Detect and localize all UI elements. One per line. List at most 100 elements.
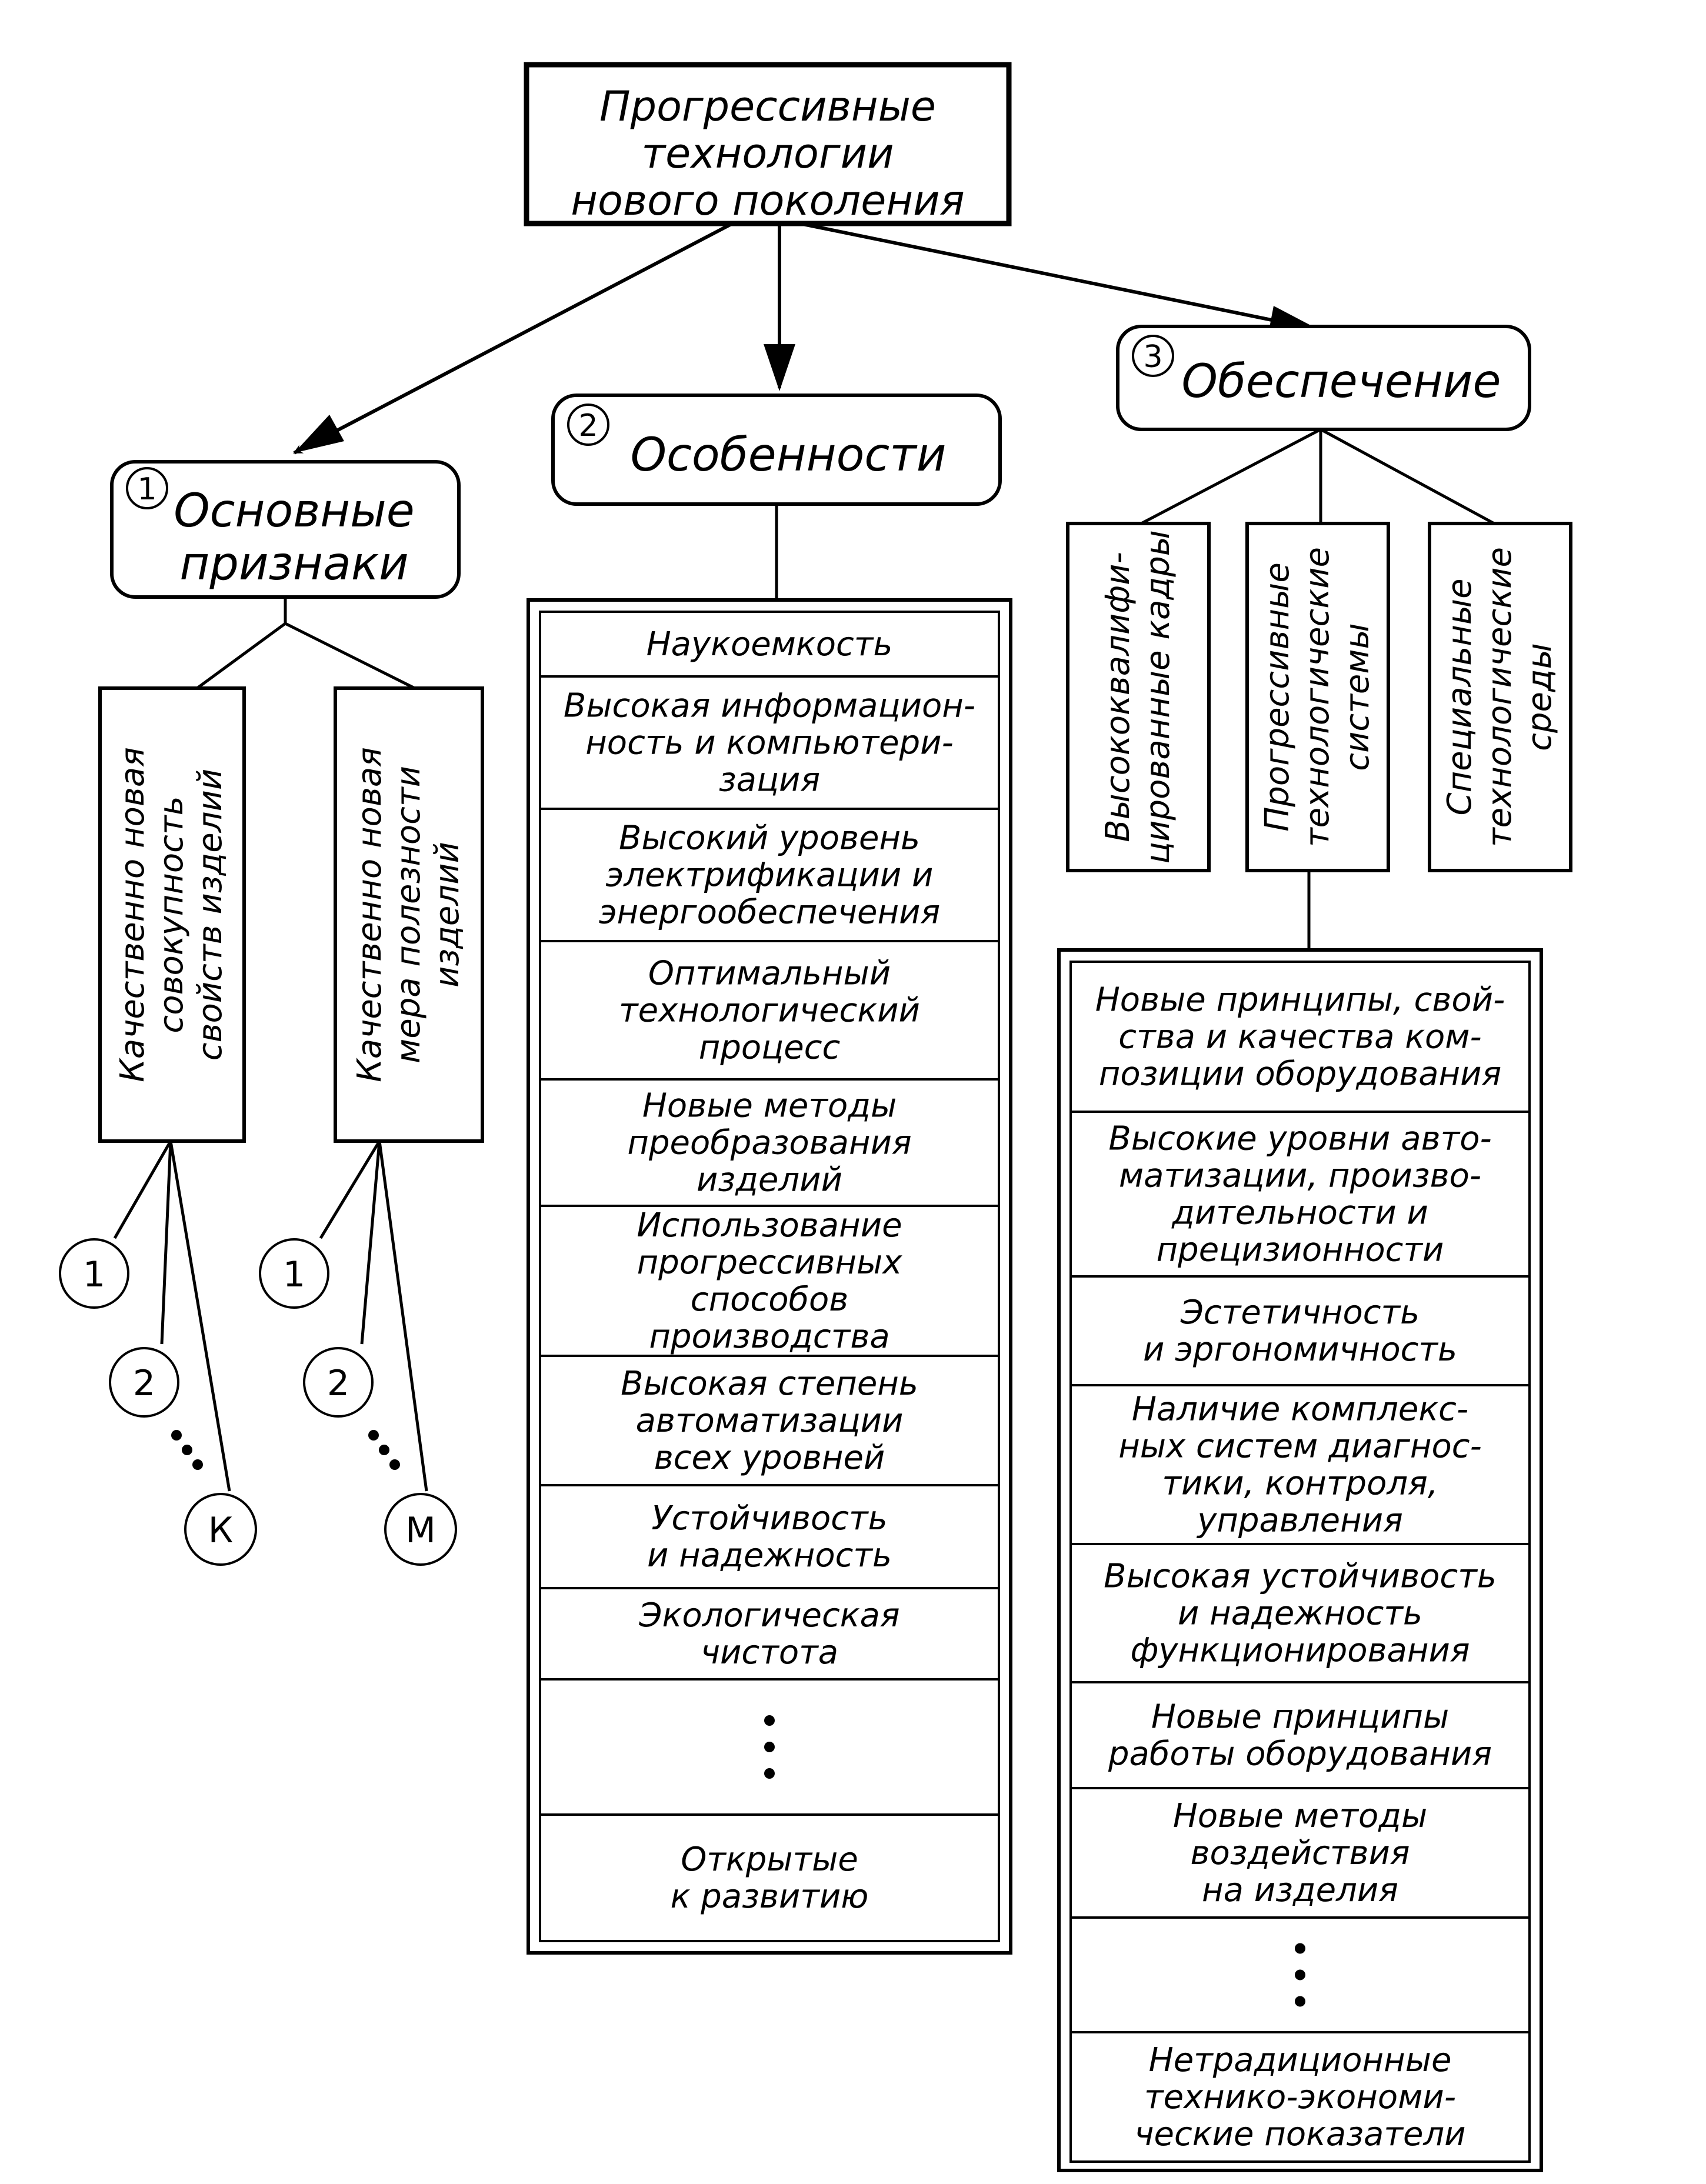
branch-3-item-1-line-2: ства и качества ком- [1118, 1018, 1481, 1056]
branch-2-item-3-line-2: электрификации и [606, 856, 934, 895]
branch-3-item-1: Новые принципы, свой-ства и качества ком… [1095, 981, 1505, 1093]
branch-2-ellipsis-dot [764, 1742, 775, 1752]
branch-1-label-line-1: Основные [174, 485, 415, 538]
branch-2-item-6: Использованиепрогрессивныхспособовпроизв… [541, 1205, 998, 1356]
branch-3-ellipsis-dot [1295, 1969, 1305, 1980]
branch-3-item-6-line-1: Новые принципы [1151, 1698, 1449, 1736]
svg-text:2: 2 [327, 1363, 349, 1404]
root-label-line-2: технологии [641, 129, 894, 178]
branch-3-item-4: Наличие комплекс-ных систем диагнос-тики… [1072, 1384, 1528, 1540]
branch-2-ellipsis-dot [764, 1768, 775, 1779]
branch-3-item-4-line-2: ных систем диагнос- [1118, 1428, 1482, 1466]
branch-2-item-2-line-3: зация [719, 761, 820, 799]
branch-1-column-2-circle-last: М [384, 1493, 457, 1566]
root-arrows [293, 222, 1321, 455]
branch-3-column-2-label-line-2: технологические [1298, 547, 1337, 847]
branch-1-column-2-label-line-2: мера полезности [389, 766, 428, 1063]
branch-2-item-11-line-2: к развитию [671, 1878, 869, 1916]
branch-1-column-1-label-line-1: Качественно новая [114, 747, 152, 1082]
branch-3-item-9-line-2: технико-экономи- [1144, 2078, 1456, 2116]
branch-1-column-1-circle-2: 2 [109, 1347, 179, 1418]
branch-3-item-6-line-2: работы оборудования [1108, 1735, 1492, 1773]
branch-1-label-line-2: признаки [179, 538, 408, 591]
branch-1-number-badge: 1 [126, 467, 168, 509]
root-label-line-3: нового поколения [571, 176, 964, 225]
branch-3-item-4-line-4: управления [1196, 1502, 1403, 1540]
branch-3-item-2-line-2: матизации, произво- [1119, 1157, 1481, 1195]
branch-3-item-2: Высокие уровни авто-матизации, произво-д… [1072, 1111, 1528, 1269]
branch-1-column-2-circle-1: 1 [259, 1238, 329, 1309]
branch-2-item-2: Высокая информацион-ность и компьютери-з… [541, 675, 998, 799]
branch-3-item-5-line-1: Высокая устойчивость [1104, 1558, 1497, 1596]
branch-1-column-2-ellipsis [368, 1430, 400, 1470]
branch-2-item-9-line-1: Экологическая [638, 1596, 899, 1635]
branch-3-column-1-label-line-2: цированные кадры [1139, 530, 1177, 864]
branch-3-item-5-line-2: и надежность [1178, 1595, 1422, 1633]
branch-2-item-7-line-3: всех уровней [654, 1439, 885, 1477]
branch-2-item-1-line-1: Наукоемкость [647, 625, 893, 663]
branch-2-item-4-line-3: процесс [699, 1029, 841, 1067]
branch-2-item-11-line-1: Открытые [681, 1840, 858, 1879]
branch-2-item-4-line-2: технологический [619, 992, 920, 1030]
arrow-to-branch-1 [293, 222, 734, 455]
branch-1-number: 1 [137, 472, 156, 507]
branch-1-column-2-label-line-3: изделий [428, 842, 467, 988]
svg-text:1: 1 [283, 1254, 305, 1295]
branch-3-ellipsis-dot [1295, 1996, 1305, 2007]
branch-3-column-3-label-line-3: среды [1521, 643, 1559, 751]
branch-2-label: Особенности [631, 429, 947, 482]
branch-2-item-6-line-2: прогрессивных [637, 1243, 903, 1282]
svg-text:К: К [208, 1510, 234, 1551]
branch-3-number-badge: 3 [1132, 335, 1174, 377]
branch-1-column-1-label-line-3: свойств изделий [191, 769, 229, 1061]
branch-1-column-1-circle-1: 1 [59, 1238, 129, 1309]
branch-2-ellipsis-dot [764, 1715, 775, 1726]
branch-3-item-4-line-3: тики, контроля, [1162, 1465, 1438, 1503]
branch-2-number: 2 [578, 408, 598, 444]
branch-3-column-3-label-line-1: Специальные [1441, 578, 1479, 815]
branch-3-item-4-line-1: Наличие комплекс- [1132, 1391, 1468, 1429]
branch-3-column-1-label: Высококвалифи-цированные кадры [1099, 530, 1177, 864]
branch-1-column-1-label-line-2: совокупность [152, 796, 191, 1033]
branch-2-item-2-line-2: ность и компьютери- [585, 724, 954, 762]
branch-2-item-7-line-2: автоматизации [636, 1402, 904, 1440]
branch-3-column-1-label-line-1: Высококвалифи- [1099, 552, 1137, 842]
branch-2-item-4-line-1: Оптимальный [648, 955, 891, 993]
branch-2-number-badge: 2 [567, 404, 609, 446]
branch-3-item-9-line-1: Нетрадиционные [1149, 2041, 1452, 2079]
branch-1-column-1-ellipsis [171, 1430, 203, 1470]
arrow-to-branch-3 [799, 222, 1318, 331]
branch-3-item-7-line-2: воздействия [1190, 1834, 1410, 1872]
branch-2-item-3-line-1: Высокий уровень [619, 819, 920, 858]
svg-text:2: 2 [133, 1363, 155, 1404]
svg-text:М: М [405, 1510, 436, 1551]
branch-3-item-2-line-1: Высокие уровни авто- [1108, 1120, 1491, 1158]
branch-2-item-8-line-1: Устойчивость [651, 1499, 887, 1538]
branch-1-column-1-circle-last: К [184, 1493, 257, 1566]
branch-3-column-3-label-line-2: технологические [1481, 547, 1519, 847]
branch-2-item-10 [541, 1678, 998, 1779]
branch-3-item-8 [1072, 1916, 1528, 2007]
branch-2-item-1: Наукоемкость [647, 625, 893, 663]
svg-text:1: 1 [83, 1254, 105, 1295]
arrowhead-branch-2 [764, 344, 795, 391]
